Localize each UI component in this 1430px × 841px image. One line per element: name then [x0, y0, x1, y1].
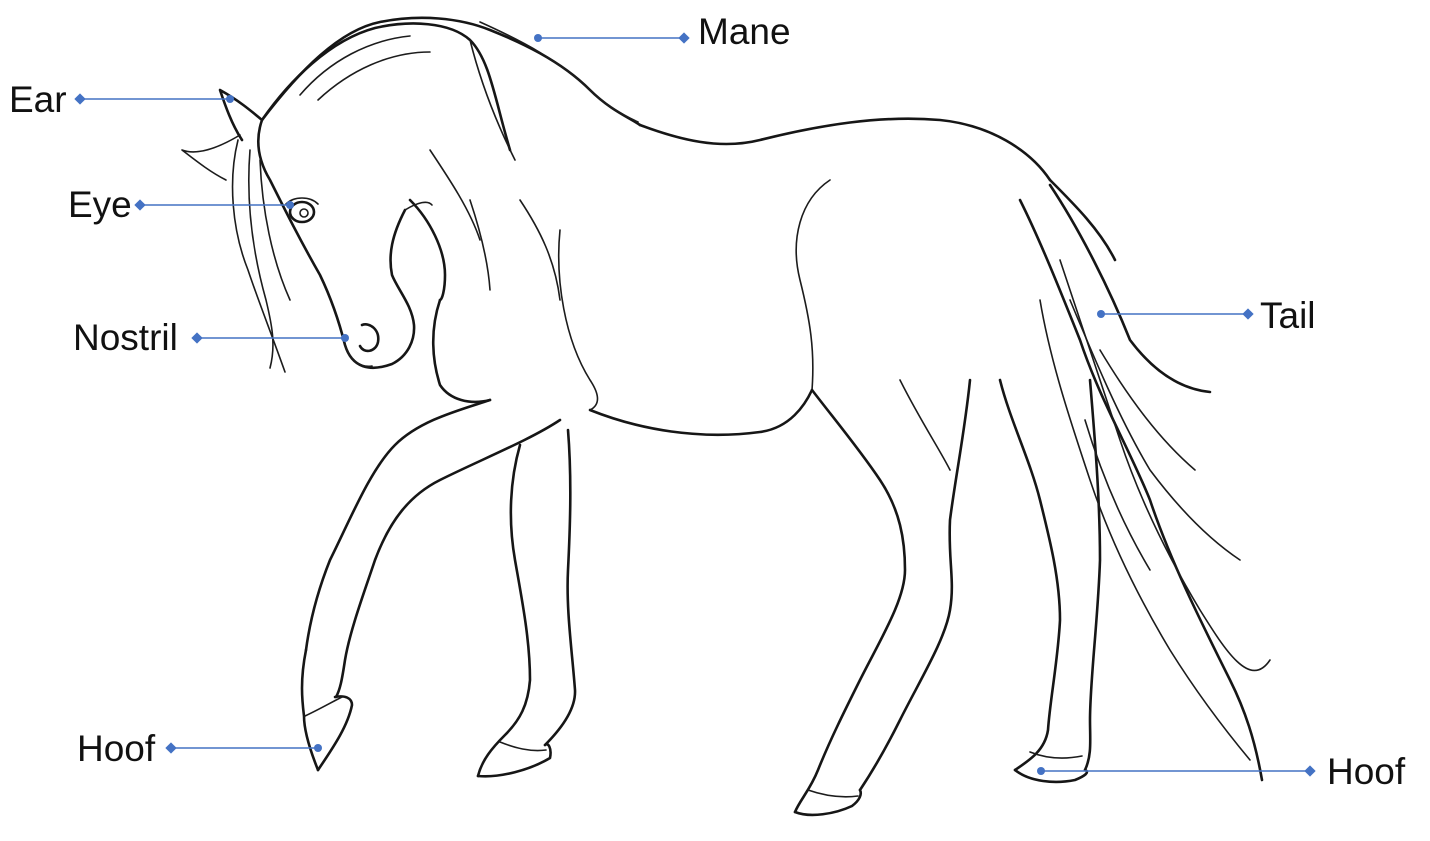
- leader-end-mane-horse: [534, 34, 542, 42]
- label-tail: Tail: [1260, 297, 1316, 334]
- label-ear: Ear: [9, 81, 67, 118]
- label-eye: Eye: [68, 186, 132, 223]
- leader-end-nostril-label: [191, 332, 202, 343]
- label-nostril: Nostril: [73, 319, 178, 356]
- leader-end-hoof-front-label: [165, 742, 176, 753]
- leader-end-tail-label: [1242, 308, 1253, 319]
- leader-end-hoof-front-horse: [314, 744, 322, 752]
- leader-end-ear-label: [74, 93, 85, 104]
- leader-end-nostril-horse: [341, 334, 349, 342]
- leader-end-hoof-rear-horse: [1037, 767, 1045, 775]
- leader-end-eye-horse: [286, 201, 294, 209]
- leader-lines: [74, 32, 1315, 776]
- leader-end-ear-horse: [226, 95, 234, 103]
- horse-outline: [182, 18, 1270, 815]
- label-mane: Mane: [698, 13, 791, 50]
- leader-end-hoof-rear-label: [1304, 765, 1315, 776]
- leader-end-tail-horse: [1097, 310, 1105, 318]
- leader-end-mane-label: [678, 32, 689, 43]
- label-hoof-rear: Hoof: [1327, 753, 1405, 790]
- leader-end-eye-label: [134, 199, 145, 210]
- label-hoof-front: Hoof: [77, 730, 155, 767]
